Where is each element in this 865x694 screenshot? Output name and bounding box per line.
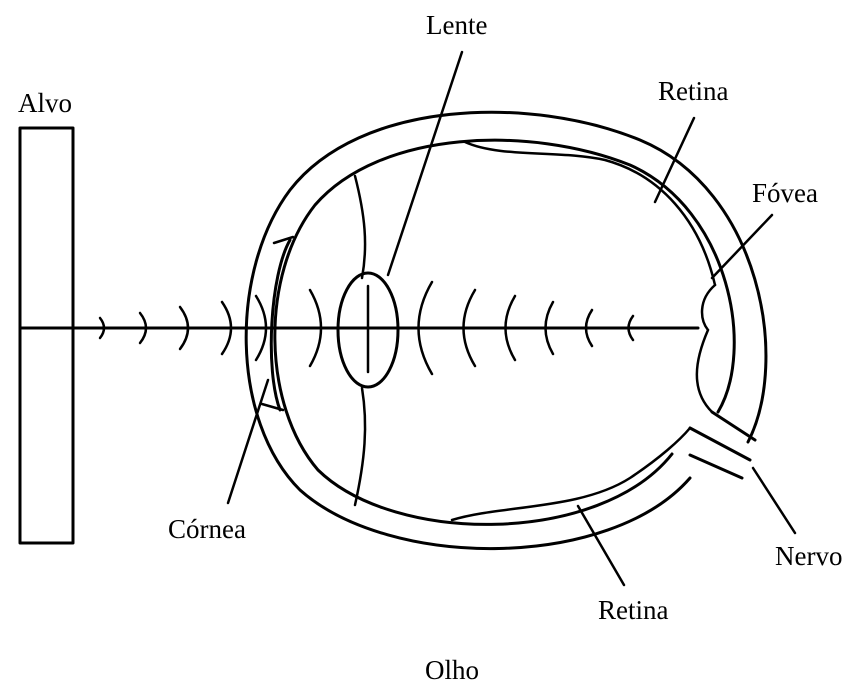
lens-suspensory-lower [355, 388, 365, 505]
label-retina-top: Retina [658, 78, 728, 105]
fovea-bump [697, 285, 715, 412]
label-lente: Lente [426, 12, 487, 39]
lens-suspensory-upper [355, 176, 365, 278]
leader-fovea [712, 215, 772, 278]
label-fovea: Fóvea [752, 180, 818, 207]
leader-cornea [228, 380, 268, 503]
label-cornea: Córnea [168, 516, 246, 543]
leader-retina-top [655, 118, 694, 202]
label-nervo: Nervo [775, 543, 842, 570]
retina-top [465, 142, 715, 285]
label-alvo: Alvo [18, 90, 72, 117]
target-rectangle [20, 128, 73, 543]
leader-lente [388, 52, 462, 275]
optic-nerve-middle [690, 428, 750, 460]
caption-olho: Olho [425, 657, 479, 684]
label-retina-bottom: Retina [598, 597, 668, 624]
optic-nerve-lower [690, 455, 742, 478]
optic-nerve-upper [712, 412, 755, 440]
leader-retina-bottom [578, 506, 624, 585]
leader-nervo [753, 468, 795, 533]
